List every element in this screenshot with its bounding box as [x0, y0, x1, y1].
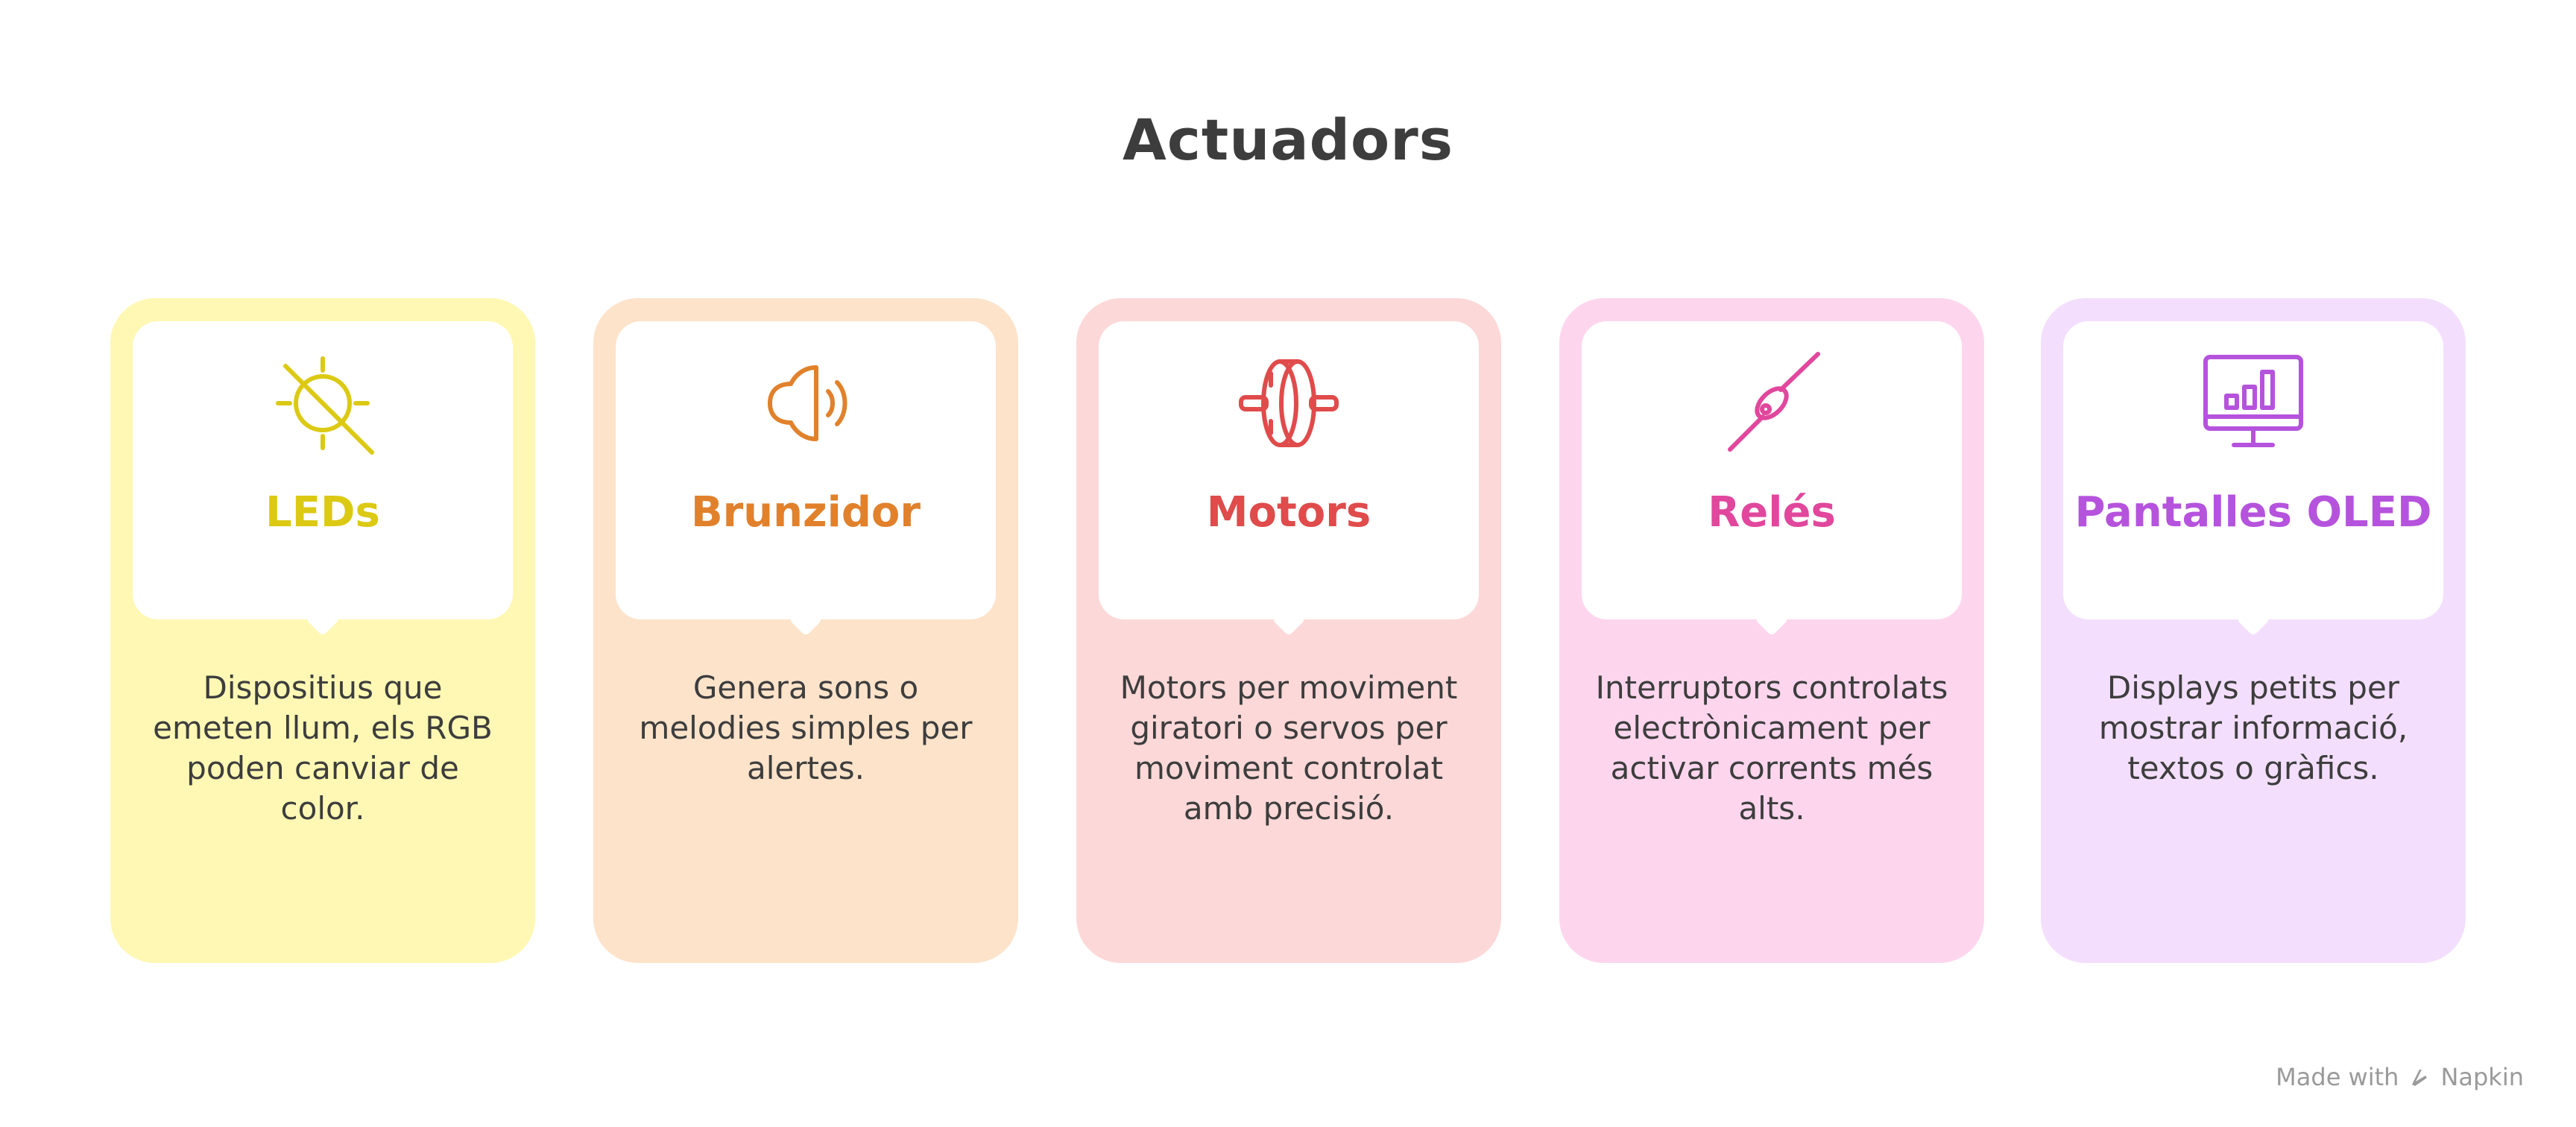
motor-icon: [1237, 351, 1341, 455]
page-title: Actuadors: [1123, 107, 1453, 173]
card-description: Motors per moviment giratori o servos pe…: [1120, 669, 1458, 827]
made-with-napkin-badge[interactable]: Made with Napkin: [2276, 1063, 2524, 1091]
card-header-box: Relés: [1582, 321, 1962, 619]
switch-icon: [1720, 351, 1824, 455]
card-brunzidor: Brunzidor Genera sons o melodies simples…: [593, 298, 1018, 963]
card-description: Genera sons o melodies simples per alert…: [639, 669, 973, 786]
card-description: Dispositius que emeten llum, els RGB pod…: [153, 669, 493, 827]
card-header-box: LEDs: [133, 321, 513, 619]
card-reles: Relés Interruptors controlats electrònic…: [1559, 298, 1984, 963]
speaker-icon: [754, 351, 858, 455]
light-off-icon: [271, 351, 375, 455]
napkin-logo-icon: [2408, 1065, 2431, 1089]
card-title: Pantalles OLED: [2074, 488, 2432, 537]
card-header-box: Motors: [1099, 321, 1479, 619]
card-header-box: Pantalles OLED: [2063, 321, 2443, 619]
card-description: Displays petits per mostrar informació, …: [2098, 669, 2408, 786]
card-header-box: Brunzidor: [616, 321, 996, 619]
card-motors: Motors Motors per moviment giratori o se…: [1076, 298, 1501, 963]
card-title: Relés: [1708, 488, 1836, 537]
monitor-chart-icon: [2201, 351, 2305, 455]
card-title: LEDs: [265, 488, 380, 537]
made-with-label: Made with: [2276, 1063, 2399, 1091]
card-title: Brunzidor: [691, 488, 921, 537]
actuator-cards: LEDs Dispositius que emeten llum, els RG…: [110, 298, 2466, 963]
card-title: Motors: [1206, 488, 1371, 537]
brand-label: Napkin: [2440, 1063, 2524, 1091]
card-leds: LEDs Dispositius que emeten llum, els RG…: [110, 298, 535, 963]
card-pantalles-oled: Pantalles OLED Displays petits per mostr…: [2041, 298, 2466, 963]
card-description: Interruptors controlats electrònicament …: [1595, 669, 1948, 827]
